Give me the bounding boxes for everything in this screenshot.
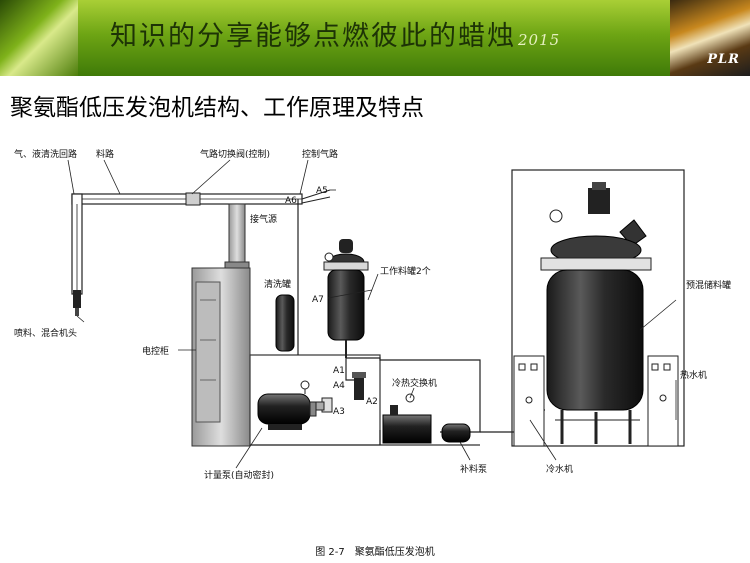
banner-slogan-text: 知识的分享能够点燃彼此的蜡烛	[110, 21, 516, 52]
valve-assembly	[315, 372, 366, 413]
label-a3: A3	[333, 407, 345, 417]
label-gas-liquid-line: 气、液清洗回路	[14, 148, 77, 160]
leader-lines	[67, 159, 677, 469]
label-cleaning-tank: 清洗罐	[264, 278, 291, 290]
label-a6: A6	[285, 196, 297, 206]
hot-water-machine	[647, 355, 679, 447]
label-chiller: 冷水机	[546, 463, 573, 475]
label-metering-pump: 计量泵(自动密封)	[204, 469, 274, 481]
banner-divider	[0, 76, 750, 80]
metering-pump	[257, 380, 317, 430]
label-a2: A2	[366, 397, 378, 407]
label-gas-switch-valve: 气路切换阀(控制)	[200, 148, 270, 160]
label-control-cabinet: 电控柜	[142, 345, 169, 357]
label-hot-water-machine: 热水机	[680, 369, 707, 381]
tiger-logo-image: PLR	[670, 0, 750, 76]
page-title: 聚氨酯低压发泡机结构、工作原理及特点	[10, 95, 424, 121]
label-feed-pump: 补料泵	[460, 463, 487, 475]
pipe-boom	[71, 189, 331, 316]
label-a1: A1	[333, 366, 345, 376]
cleaning-tank	[275, 294, 295, 352]
working-material-tank	[323, 239, 369, 358]
feed-pump	[441, 423, 471, 443]
premix-storage-tank	[540, 182, 652, 444]
figure-caption: 图 2-7 聚氨酯低压发泡机	[315, 547, 435, 558]
label-spray-head: 喷料、混合机头	[14, 327, 77, 339]
cold-heat-exchanger	[382, 393, 432, 444]
label-a5: A5	[316, 186, 328, 196]
label-premix-tank: 预混储料罐	[686, 279, 731, 291]
label-a7: A7	[312, 295, 324, 305]
control-cabinet	[191, 267, 480, 447]
label-material-line: 料路	[96, 148, 114, 160]
chiller-unit	[513, 355, 545, 447]
label-control-gas-line: 控制气路	[302, 148, 338, 160]
label-a4: A4	[333, 381, 345, 391]
banner-left-image	[0, 0, 78, 76]
label-cold-heat-exchanger: 冷热交换机	[392, 377, 437, 389]
banner-year: 2015	[518, 31, 561, 49]
label-work-tank: 工作料罐2个	[380, 265, 431, 277]
premix-room	[511, 169, 685, 447]
label-air-source: 接气源	[250, 213, 277, 225]
logo-text: PLR	[707, 52, 740, 67]
